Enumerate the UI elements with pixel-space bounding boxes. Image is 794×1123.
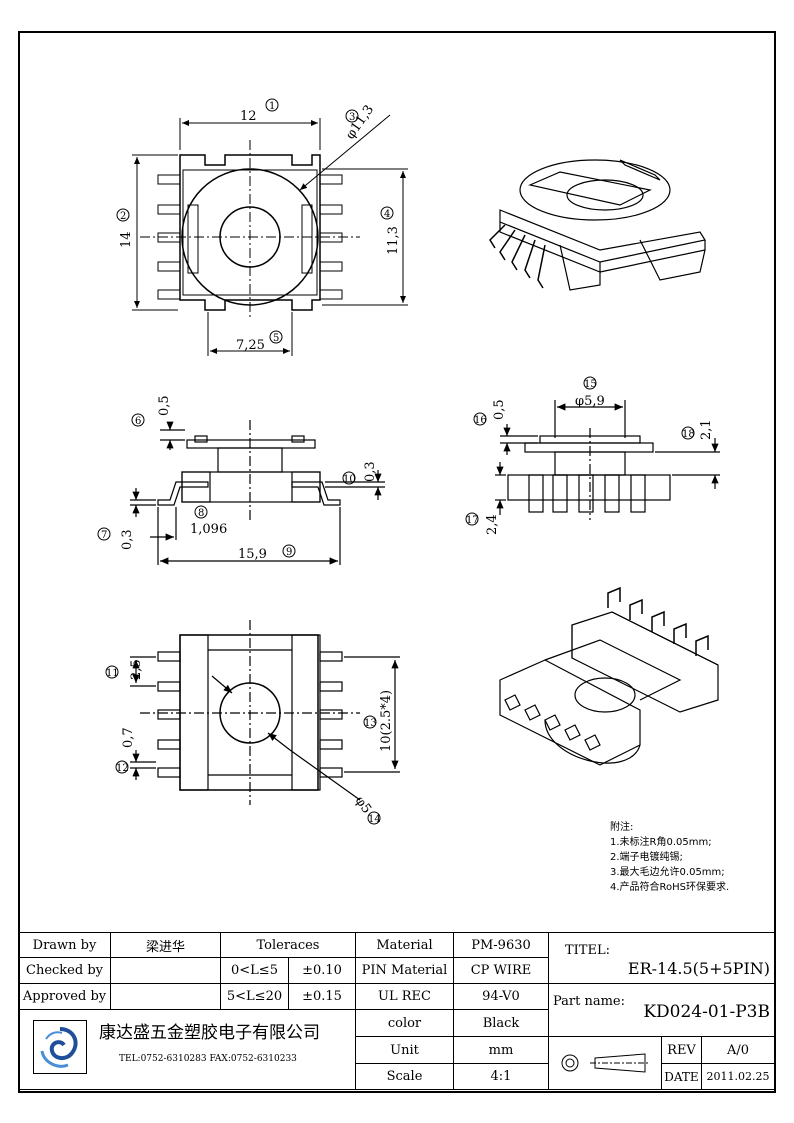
tol-range-2: 5<L≤20	[221, 984, 289, 1010]
title-block: Drawn by 梁进华 Toleraces Material PM-9630 …	[19, 932, 775, 1092]
color-value: Black	[454, 1010, 549, 1037]
callout-8: 8	[198, 508, 204, 519]
callout-5: 5	[273, 333, 279, 344]
tolerances-label: Toleraces	[221, 933, 356, 958]
material-label: Material	[356, 933, 454, 958]
note-item: 2.端子电镀纯锡;	[610, 852, 683, 863]
company-name: 康达盛五金塑胶电子有限公司	[99, 1023, 320, 1043]
tol-range-1: 0<L≤5	[221, 958, 289, 984]
dim-bottom: 7,25	[236, 338, 265, 353]
callout-7: 7	[101, 530, 107, 541]
note-item: 3.最大毛边允许0.05mm;	[610, 867, 725, 878]
callout-11: 11	[106, 668, 119, 679]
dim-core-diameter: φ5,9	[575, 394, 605, 409]
dim-flange-thickness: 0,5	[157, 395, 172, 416]
part-name-cell: Part name: KD024-01-P3B	[549, 984, 775, 1037]
callout-17: 17	[466, 515, 479, 526]
callout-1: 1	[269, 101, 275, 112]
dim-height-b: 2,4	[485, 514, 500, 535]
title-value: ER-14.5(5+5PIN)	[627, 959, 770, 978]
company-block: 康达盛五金塑胶电子有限公司 TEL:0752-6310283 FAX:0752-…	[19, 1010, 356, 1090]
dim-overall-width: 15,9	[238, 547, 267, 562]
unit-value: mm	[454, 1037, 549, 1064]
approved-by-value	[111, 984, 221, 1010]
callout-10: 10	[343, 474, 356, 485]
pin-material-value: CP WIRE	[454, 958, 549, 984]
drawing-frame	[18, 31, 776, 1093]
company-logo	[33, 1020, 87, 1074]
checked-by-value	[111, 958, 221, 984]
bottom-view	[130, 620, 400, 805]
dim-top-thickness: 0,5	[492, 399, 507, 420]
scale-label: Scale	[356, 1064, 454, 1090]
notes-heading: 附注:	[610, 822, 634, 833]
tol-value-2: ±0.15	[289, 984, 356, 1010]
date-value: 2011.02.25	[702, 1064, 775, 1090]
callout-2: 2	[120, 211, 126, 222]
pin-material-label: PIN Material	[356, 958, 454, 984]
ul-label: UL REC	[356, 984, 454, 1010]
dim-height: 14	[119, 231, 134, 248]
note-item: 4.产品符合RoHS环保要求.	[610, 882, 730, 893]
scale-value: 4:1	[454, 1064, 549, 1090]
material-value: PM-9630	[454, 933, 549, 958]
front-view	[130, 420, 385, 565]
title-cell: TITEL: ER-14.5(5+5PIN)	[549, 933, 775, 984]
callout-12: 12	[116, 763, 129, 774]
callout-13: 13	[364, 718, 377, 729]
side-view	[495, 400, 720, 520]
drawn-by-value: 梁进华	[111, 933, 221, 958]
callout-9: 9	[286, 547, 292, 558]
part-name-label: Part name:	[553, 994, 626, 1009]
callout-18: 18	[682, 429, 695, 440]
unit-label: Unit	[356, 1037, 454, 1064]
callout-14: 14	[368, 814, 381, 825]
projection-symbol-icon	[561, 1053, 650, 1073]
dim-width: 12	[240, 109, 257, 124]
company-contact: TEL:0752-6310283 FAX:0752-6310233	[119, 1054, 297, 1064]
top-view	[132, 114, 408, 356]
swirl-logo-icon	[40, 1027, 78, 1068]
technical-drawing: 12 14 11,3 φ11,3 7,25 1 2 3 4 5	[97, 98, 720, 825]
date-label: DATE	[662, 1064, 702, 1090]
iso-view-bottom	[499, 586, 719, 766]
drawn-by-label: Drawn by	[19, 933, 111, 958]
title-label: TITEL:	[565, 943, 610, 958]
projection-symbol-cell	[549, 1037, 662, 1090]
checked-by-label: Checked by	[19, 958, 111, 984]
dim-inner-height: 11,3	[386, 226, 401, 255]
color-label: color	[356, 1010, 454, 1037]
dim-gap: 0,7	[121, 727, 136, 748]
dim-pitch: 2,5	[129, 659, 144, 680]
callout-3: 3	[349, 112, 355, 123]
rev-value: A/0	[702, 1037, 775, 1064]
dim-height-a: 2,1	[699, 419, 714, 440]
dim-standoff: 0,3	[363, 461, 378, 482]
callout-16: 16	[474, 415, 487, 426]
callout-6: 6	[135, 416, 141, 427]
callout-15: 15	[584, 379, 597, 390]
tol-value-1: ±0.10	[289, 958, 356, 984]
part-name-value: KD024-01-P3B	[643, 1002, 770, 1022]
callout-4: 4	[384, 209, 390, 220]
iso-view-top	[489, 159, 706, 291]
dim-span: 10(2.5*4)	[379, 690, 394, 752]
dim-pin-offset: 1,096	[190, 522, 227, 537]
notes: 附注: 1.未标注R角0.05mm; 2.端子电镀纯锡; 3.最大毛边允许0.0…	[610, 820, 729, 895]
approved-by-label: Approved by	[19, 984, 111, 1010]
rev-label: REV	[662, 1037, 702, 1064]
dim-pin-thickness: 0,3	[120, 529, 135, 550]
note-item: 1.未标注R角0.05mm;	[610, 837, 712, 848]
ul-value: 94-V0	[454, 984, 549, 1010]
